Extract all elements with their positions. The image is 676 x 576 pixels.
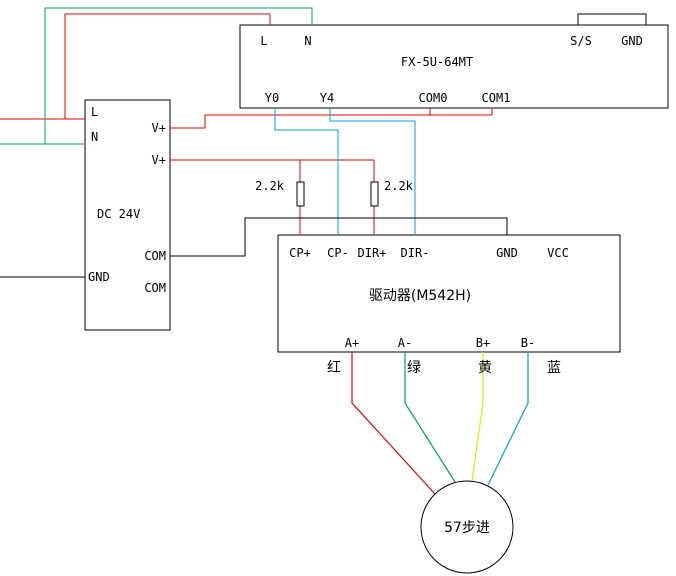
- resistor-r2: [370, 181, 379, 207]
- wire-aminus-green: [404, 352, 456, 483]
- driver-terminal-vcc: VCC: [547, 246, 569, 260]
- resistor-r2-label: 2.2k: [384, 179, 414, 193]
- wire-y4-to-dirminus: [329, 108, 416, 235]
- power-title: DC 24V: [97, 207, 140, 221]
- wire-aplus-red: [351, 352, 436, 495]
- driver-terminal-dirminus: DIR-: [401, 246, 430, 260]
- plc-terminal-gnd: GND: [621, 34, 643, 48]
- wire-bplus-yellow: [471, 352, 484, 482]
- plc-outline: [239, 24, 669, 109]
- power-terminal-vplus-b: V+: [152, 153, 166, 167]
- power-terminal-gnd: GND: [88, 270, 110, 284]
- plc-terminal-y0: Y0: [265, 91, 279, 105]
- plc-box: [239, 13, 669, 109]
- power-terminal-n: N: [91, 130, 98, 144]
- wire-label-yellow: 黄: [478, 359, 492, 376]
- wire-y0-to-cpminus: [274, 108, 339, 235]
- resistor-r1-body: [296, 181, 305, 207]
- driver-title: 驱动器(M542H): [369, 288, 471, 304]
- stepper-motor-label: 57步进: [444, 520, 490, 536]
- driver-box: [277, 234, 621, 353]
- wire-mains-n-to-plc: [44, 7, 313, 144]
- plc-ss-gnd-jumper: [577, 13, 647, 26]
- wire-vplus-to-com: [170, 114, 492, 129]
- driver-terminal-cpplus: CP+: [289, 246, 311, 260]
- plc-terminal-n: N: [304, 34, 311, 48]
- wire-bminus-blue: [487, 352, 529, 486]
- driver-terminal-cpminus: CP-: [327, 246, 349, 260]
- stepper-motor-circle: [420, 480, 514, 574]
- power-terminal-l: L: [91, 105, 98, 119]
- plc-terminal-l: L: [260, 34, 267, 48]
- driver-outline: [277, 234, 621, 353]
- driver-terminal-aplus: A+: [345, 336, 359, 350]
- driver-terminal-bminus: B-: [521, 336, 535, 350]
- power-terminal-com-b: COM: [144, 281, 166, 295]
- plc-title: FX-5U-64MT: [401, 55, 473, 69]
- plc-terminal-com0: COM0: [419, 91, 448, 105]
- resistor-r2-body: [370, 181, 379, 207]
- power-terminal-com-a: COM: [144, 249, 166, 263]
- plc-terminal-ss: S/S: [570, 34, 592, 48]
- plc-terminal-com1: COM1: [482, 91, 511, 105]
- wire-label-red: 红: [327, 360, 341, 376]
- driver-terminal-aminus: A-: [398, 336, 412, 350]
- driver-terminal-gnd: GND: [496, 246, 518, 260]
- power-supply-box: [84, 99, 171, 331]
- driver-terminal-dirplus: DIR+: [358, 246, 387, 260]
- resistor-r1-label: 2.2k: [255, 179, 285, 193]
- power-outline: [84, 99, 171, 331]
- wire-com-to-driver-gnd: [170, 217, 508, 257]
- plc-terminal-y4: Y4: [320, 91, 334, 105]
- power-terminal-vplus-a: V+: [152, 121, 166, 135]
- wire-label-blue: 蓝: [547, 360, 561, 376]
- resistor-r1: [296, 181, 305, 207]
- driver-terminal-bplus: B+: [476, 336, 490, 350]
- wire-mains-l-to-plc: [64, 13, 271, 119]
- wire-label-green: 绿: [407, 360, 421, 376]
